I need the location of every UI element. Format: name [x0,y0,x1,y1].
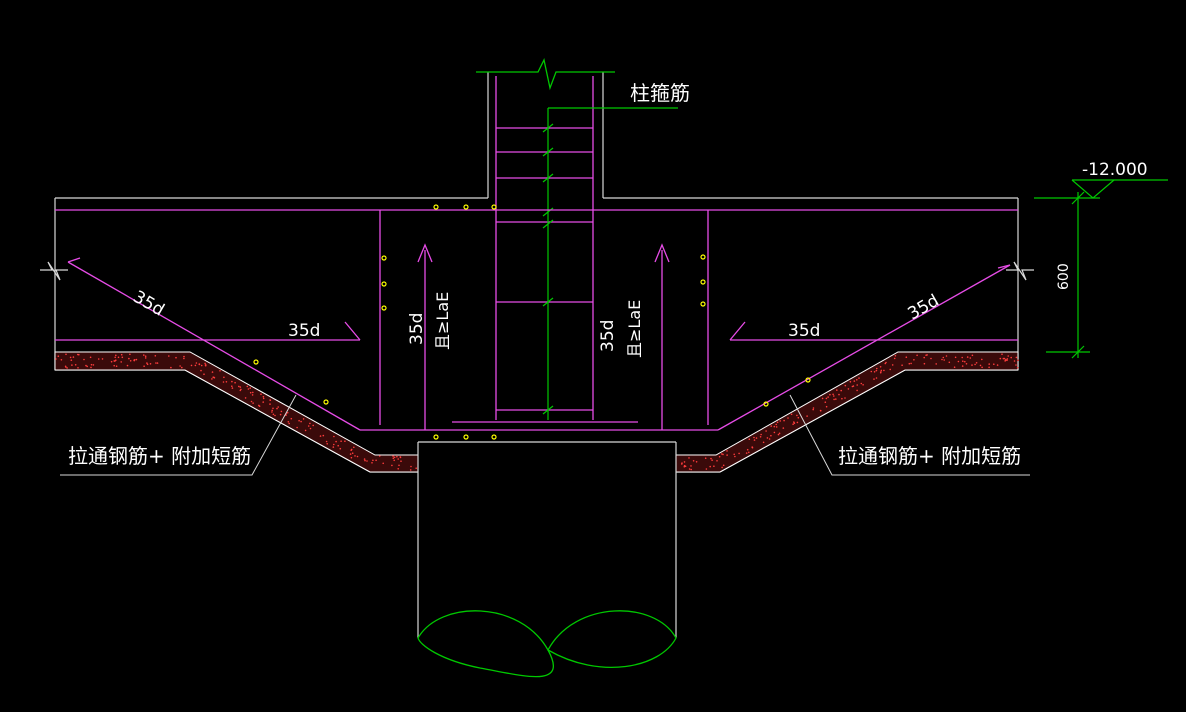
rebar-note-left: 拉通钢筋+ 附加短筋 [68,444,251,468]
break-marks [40,261,1034,281]
stirrup-ticks [542,123,554,415]
column-center-bar [547,107,678,420]
stirrup-label: 柱箍筋 [630,81,690,105]
anchor-label-left-vert: 35d [407,313,427,345]
bar-dots [253,204,811,440]
column-rebar [495,76,594,420]
anchor-label-left-flat: 35d [288,321,320,341]
pile-break [417,610,677,678]
elevation-label: -12.000 [1082,160,1148,180]
anchor-label-right-vert: 35d [598,320,618,352]
thickness-label: 600 [1056,263,1072,290]
slab-outline [54,72,1019,473]
anchor-label-right-slope: 35d [905,291,943,325]
anchor-le-label-left: 且≥LaE [433,292,452,350]
thickness-dimension [1046,191,1090,359]
note-leaders [60,394,1030,476]
elevation-marker [1034,179,1168,199]
pile [417,441,677,638]
rebar-note-right: 拉通钢筋+ 附加短筋 [838,444,1021,468]
anchor-le-label-right: 且≥LaE [625,300,644,358]
anchor-label-right-flat: 35d [788,321,820,341]
slab-rebar [55,209,1018,431]
column-top-break [476,58,615,91]
